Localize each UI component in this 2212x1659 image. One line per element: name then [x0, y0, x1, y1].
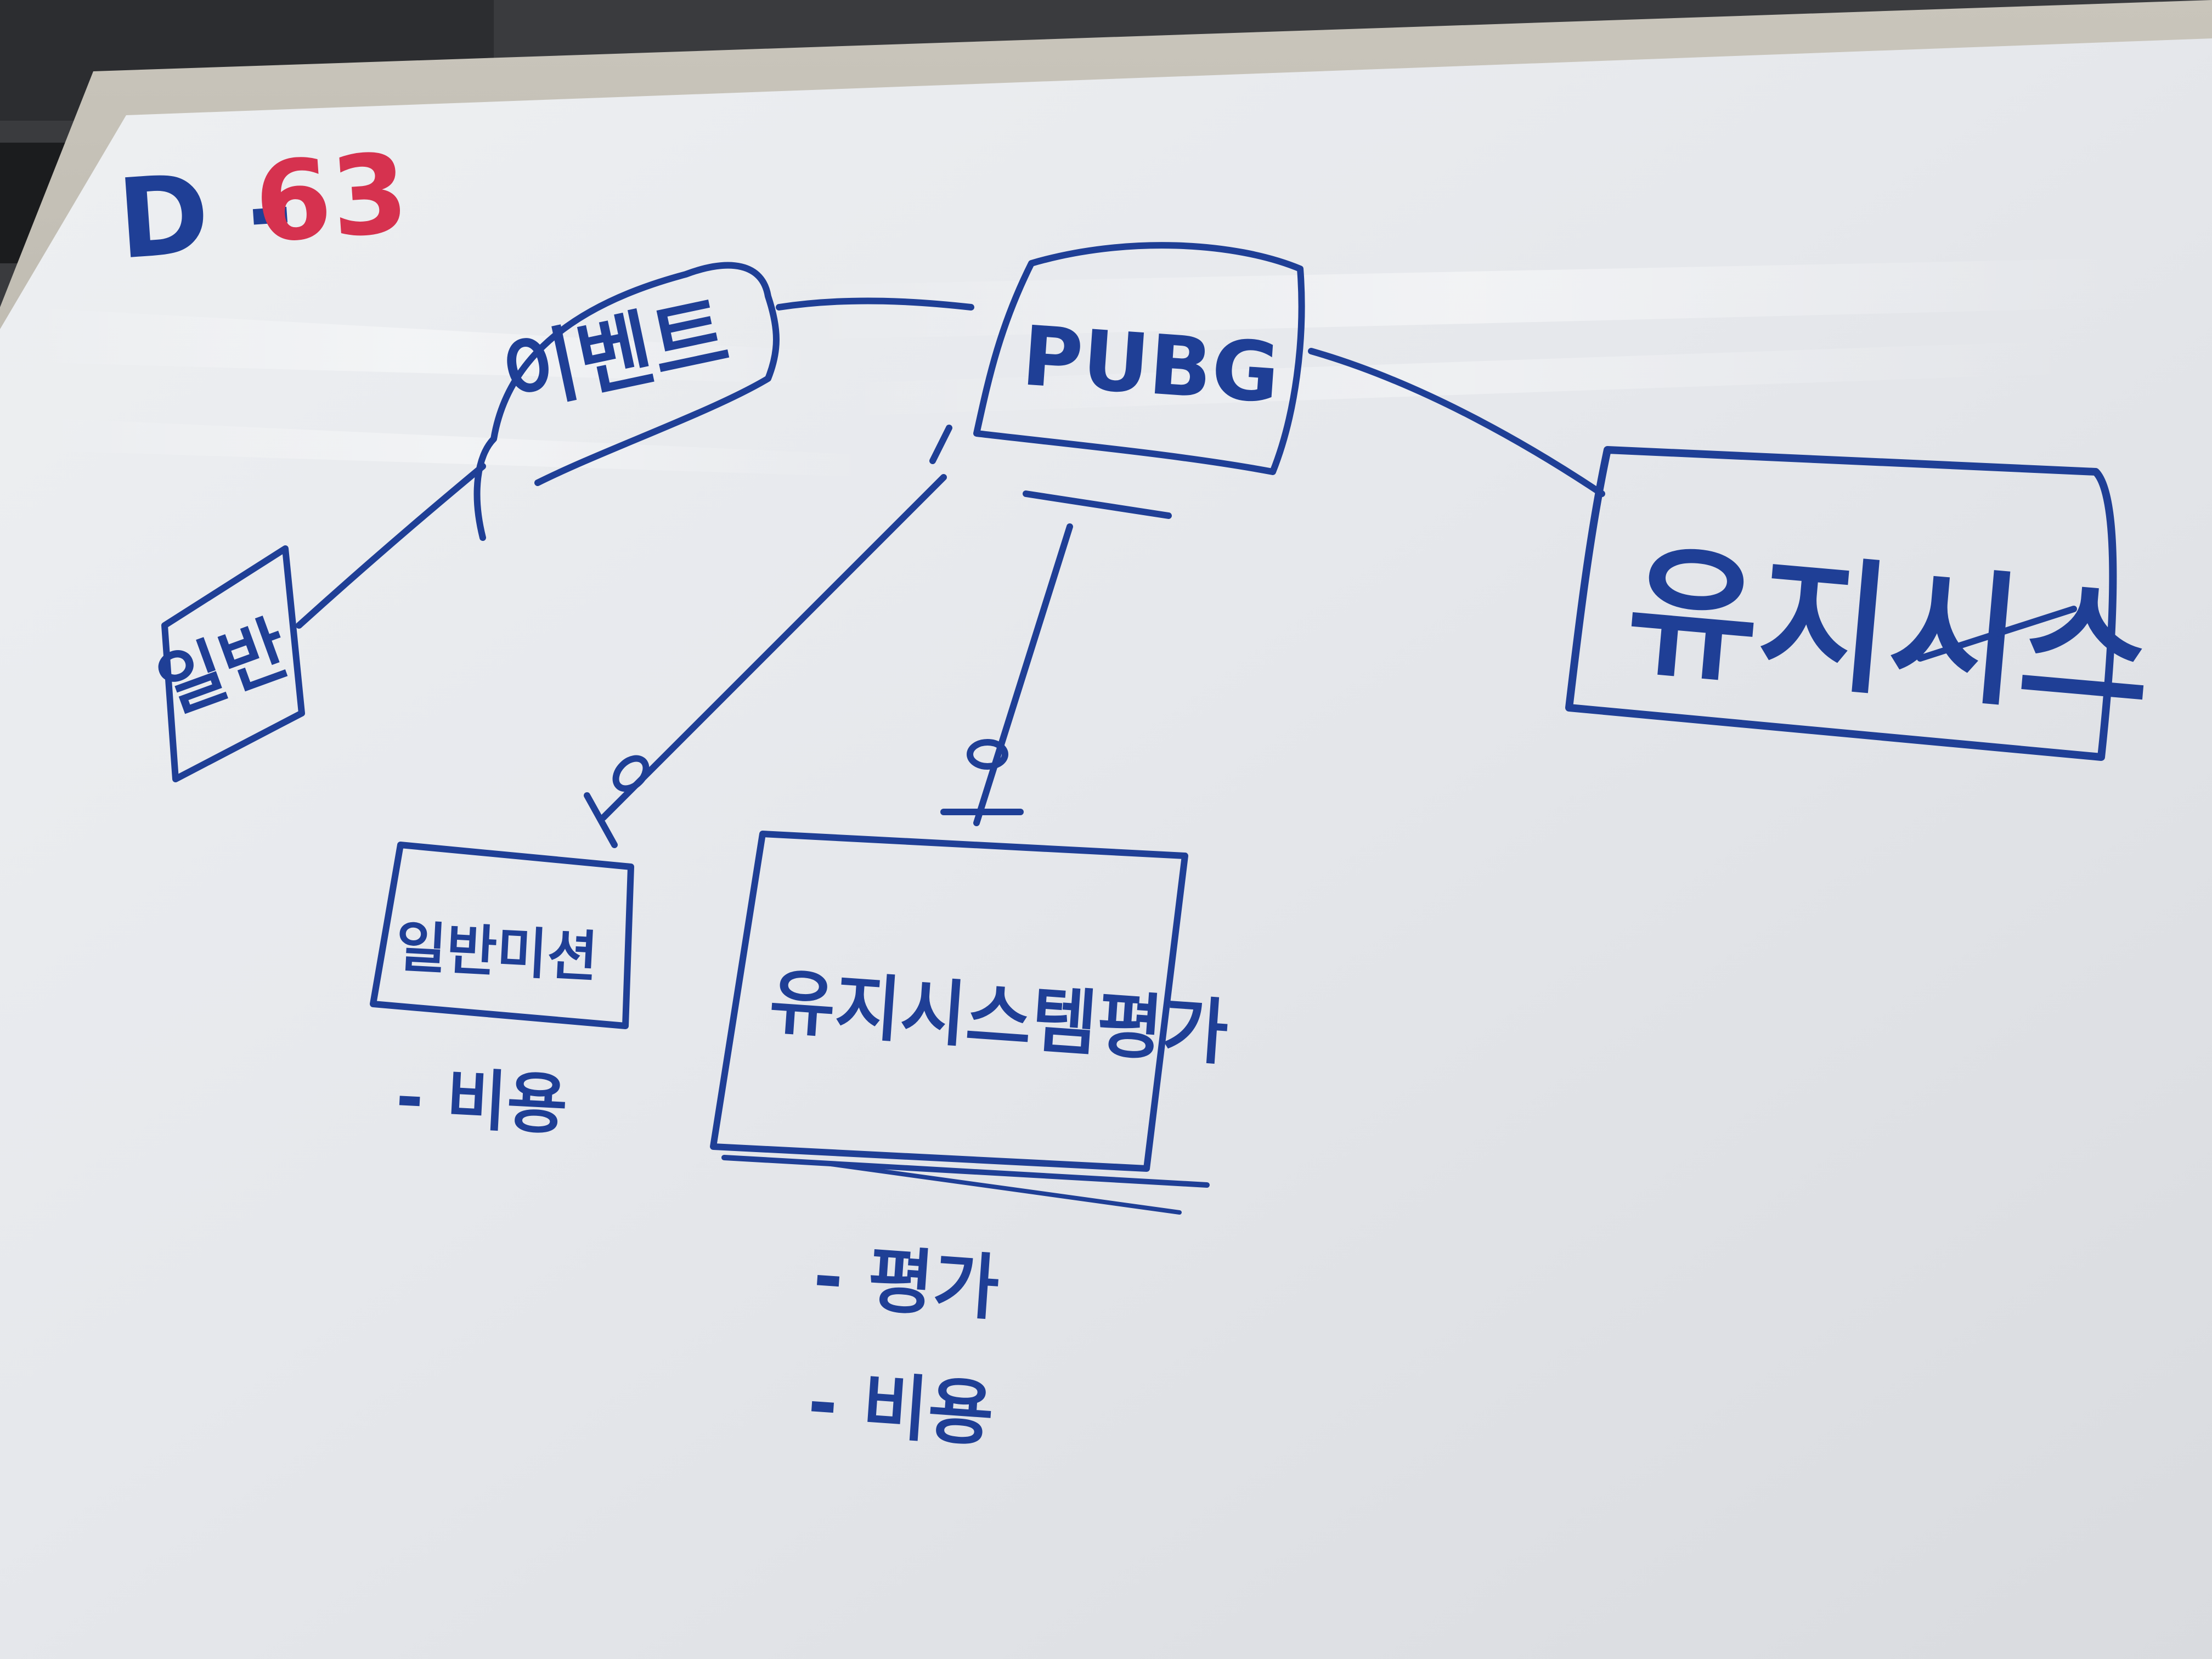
line-product-generalmission: [600, 474, 947, 821]
node-product-label: PUBG: [1019, 308, 1282, 421]
note-paid-event-evaluation: - 평가: [811, 1234, 1002, 1330]
note-paid-event-cost: - 비용: [805, 1360, 996, 1456]
line-general-event: [296, 463, 486, 629]
note-general-mission-cost: - 비용: [394, 1059, 569, 1144]
node-general-mission-label: 일반미션: [394, 915, 600, 989]
line-product-paidevent: [973, 523, 1073, 826]
countdown-number: 63: [251, 129, 412, 268]
node-product: PUBG: [973, 242, 1305, 475]
line-product-paiduser: [1308, 348, 1605, 497]
node-general-mission: 일반미션: [370, 842, 634, 1029]
countdown-prefix: D -: [114, 144, 297, 284]
connectors: [296, 297, 1605, 848]
line-event-product: [776, 297, 974, 311]
